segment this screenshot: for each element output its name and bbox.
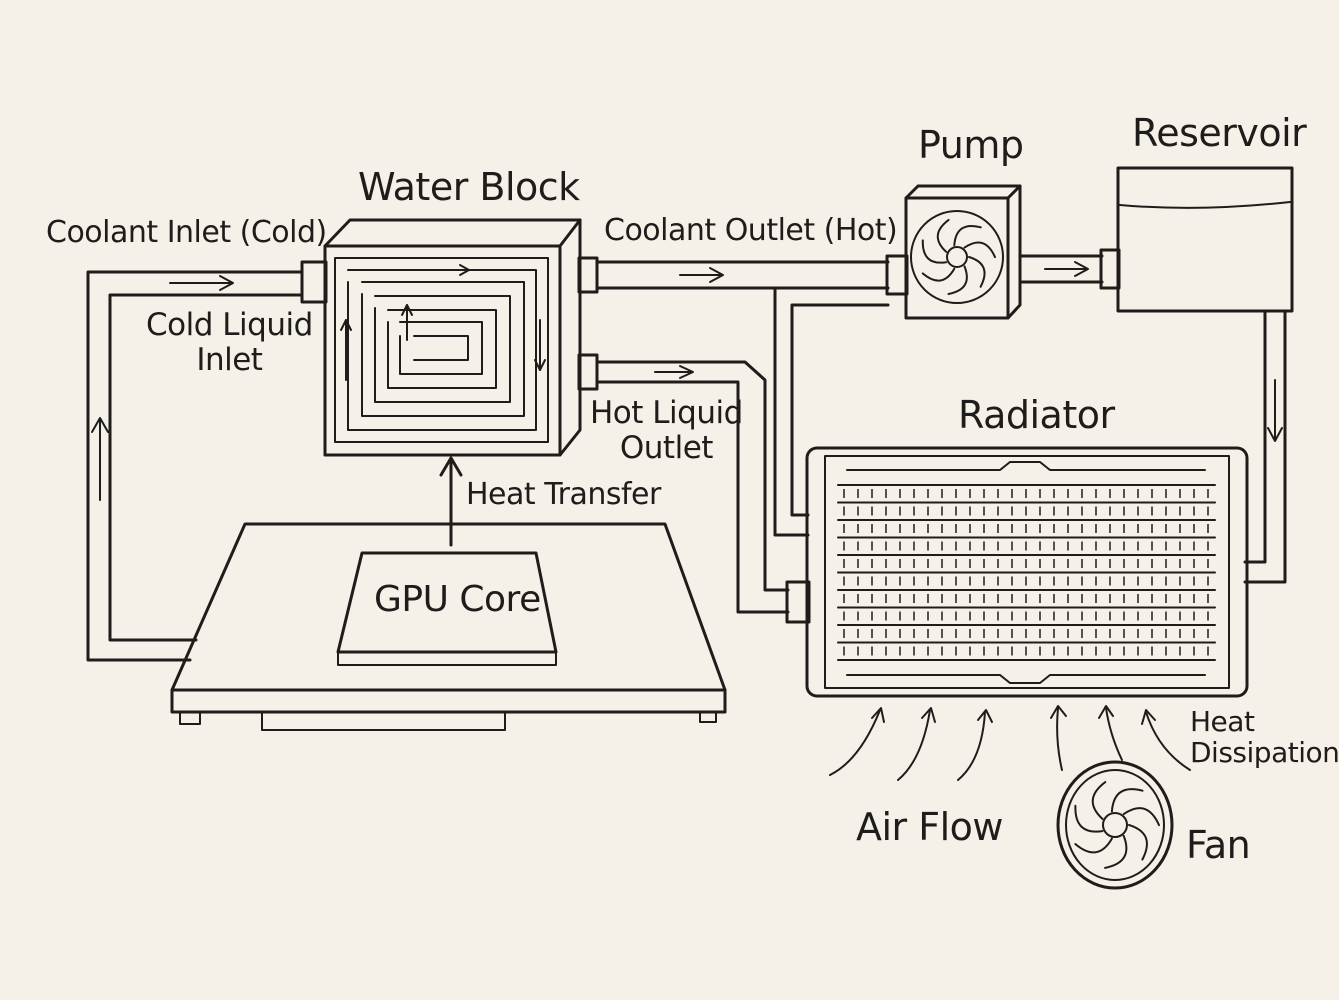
label-fan: Fan (1186, 823, 1251, 867)
air-flow-arrows (829, 705, 1191, 781)
fan-blade (1128, 824, 1148, 861)
label-radiator: Radiator (958, 393, 1115, 437)
water-block (300, 218, 599, 457)
label-heat-dissipation: Heat Dissipation (1190, 705, 1339, 770)
fan-blade (1074, 804, 1104, 833)
reservoir (1116, 166, 1294, 313)
label-water-block: Water Block (358, 165, 580, 209)
heat-transfer-arrow (439, 456, 463, 547)
fan (1056, 760, 1174, 890)
pump (904, 184, 1022, 320)
pump-fan-blade (921, 267, 956, 282)
fan-blade (1122, 807, 1160, 827)
pump-fan-blade (963, 241, 996, 259)
tube-pump-to-radiator (773, 286, 890, 537)
label-gpu-core: GPU Core (374, 579, 541, 620)
radiator (805, 446, 1249, 698)
label-cold-liquid-inlet: Cold Liquid Inlet (146, 307, 313, 378)
label-pump: Pump (918, 123, 1024, 167)
label-heat-transfer: Heat Transfer (466, 477, 661, 512)
pump-fan-blade (936, 218, 950, 253)
label-coolant-inlet: Coolant Inlet (Cold) (46, 215, 327, 250)
tube-to-reservoir (1018, 248, 1121, 290)
fan-blade (1074, 837, 1113, 854)
label-coolant-outlet: Coolant Outlet (Hot) (604, 213, 898, 248)
pump-fan-blade (947, 265, 968, 295)
pump-fan-blade (953, 225, 982, 247)
gpu-board (170, 522, 727, 731)
fan-blade (1110, 788, 1144, 813)
return-tube (86, 270, 302, 662)
label-hot-liquid-outlet: Hot Liquid Outlet (590, 395, 743, 466)
tube-reservoir-to-radiator (1243, 309, 1287, 584)
fan-blade (1091, 781, 1107, 820)
pump-fan-blade (921, 239, 948, 264)
pump-fan-blade (968, 256, 986, 288)
label-air-flow: Air Flow (856, 805, 1004, 849)
hot-outlet-tube (595, 360, 811, 624)
label-reservoir: Reservoir (1132, 111, 1307, 155)
fan-blade (1104, 834, 1128, 869)
